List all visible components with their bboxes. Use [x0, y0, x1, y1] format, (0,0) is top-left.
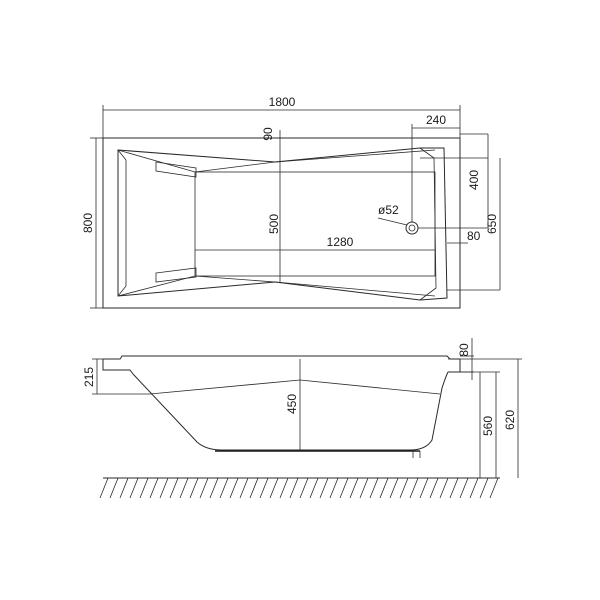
dim-drain-diameter: ø52	[378, 203, 399, 217]
side-view	[102, 355, 461, 458]
top-view-left-shoulder	[117, 149, 127, 297]
floor-hatch-line	[239, 477, 249, 499]
dim-inner-width: 500	[267, 214, 281, 234]
dim-rim-thickness: 80	[457, 343, 471, 357]
side-view-left-lip	[102, 359, 134, 375]
side-view-dimensions: 215 450 80 560 620	[82, 338, 522, 478]
dim-rim-offset: 90	[261, 127, 275, 141]
top-view-right-shoulder	[419, 147, 437, 301]
floor-hatch-line	[269, 477, 279, 499]
floor-hatch-line	[209, 477, 219, 499]
dim-inner-length: 1280	[327, 235, 354, 249]
dim-overall-width: 800	[81, 213, 95, 233]
floor-hatch-line	[339, 477, 349, 499]
side-view-hull	[132, 371, 449, 451]
floor-hatch-line	[289, 477, 299, 499]
floor-hatch-line	[259, 477, 269, 499]
drain-inner-ring	[408, 224, 416, 232]
floor-hatch-line	[319, 477, 329, 499]
floor-hatch-line	[349, 477, 359, 499]
floor-hatching	[99, 477, 500, 499]
floor-hatch-line	[299, 477, 309, 499]
floor-hatch-line	[469, 477, 479, 499]
top-view-taper-line-bottom	[117, 275, 436, 297]
side-view-right-lip	[448, 359, 461, 373]
floor-hatch-line	[229, 477, 239, 499]
side-view-rim-top	[103, 355, 460, 360]
top-view-taper-line-top	[117, 149, 436, 173]
top-view-dimensions: 1800 800 90 240 400 650 80 ø52 500 1280	[81, 95, 501, 309]
dim-feet-height: 560	[481, 416, 495, 436]
floor-hatch-line	[159, 477, 169, 499]
floor-hatch-line	[399, 477, 409, 499]
floor-hatch-line	[369, 477, 379, 499]
dim-drain-inset: 80	[467, 229, 481, 243]
top-view-inner-basin	[117, 147, 448, 301]
floor-hatch-line	[379, 477, 389, 499]
floor-hatch-line	[179, 477, 189, 499]
dim-total-height: 620	[503, 410, 517, 430]
floor-hatch-line	[189, 477, 199, 499]
floor-hatch-line	[99, 477, 109, 499]
dim-overall-length: 1800	[269, 95, 296, 109]
floor-hatch-line	[419, 477, 429, 499]
floor-hatch-line	[249, 477, 259, 499]
dim-drain-offset-x: 240	[426, 113, 446, 127]
top-view-headrest-bottom	[155, 267, 197, 283]
top-view-headrest-top	[155, 161, 197, 178]
dim-inner-depth-span: 650	[485, 214, 499, 234]
floor-hatch-line	[309, 477, 319, 499]
floor-hatch-line	[119, 477, 129, 499]
top-view	[102, 130, 461, 309]
floor-hatch-line	[139, 477, 149, 499]
floor-hatch-line	[459, 477, 469, 499]
floor-hatch-line	[479, 477, 489, 499]
floor-hatch-line	[489, 477, 499, 499]
dim-inner-depth: 450	[285, 394, 299, 414]
floor-hatch-line	[359, 477, 369, 499]
dim-rim-height: 215	[82, 367, 96, 387]
floor-hatch-line	[169, 477, 179, 499]
floor-hatch-line	[219, 477, 229, 499]
dim-drain-offset-y: 400	[467, 170, 481, 190]
floor-hatch-line	[109, 477, 119, 499]
floor-hatch-line	[129, 477, 139, 499]
floor-hatch-line	[329, 477, 339, 499]
floor-hatch-line	[279, 477, 289, 499]
floor-hatch-line	[409, 477, 419, 499]
floor-hatch-line	[429, 477, 439, 499]
floor-hatch-line	[149, 477, 159, 499]
floor-hatch-line	[199, 477, 209, 499]
top-view-outer-rim	[102, 137, 461, 309]
drain-outer-ring	[405, 221, 419, 235]
floor-hatch-line	[449, 477, 459, 499]
floor-hatch-line	[389, 477, 399, 499]
top-view-basin-floor	[194, 171, 436, 277]
floor-hatch-line	[439, 477, 449, 499]
